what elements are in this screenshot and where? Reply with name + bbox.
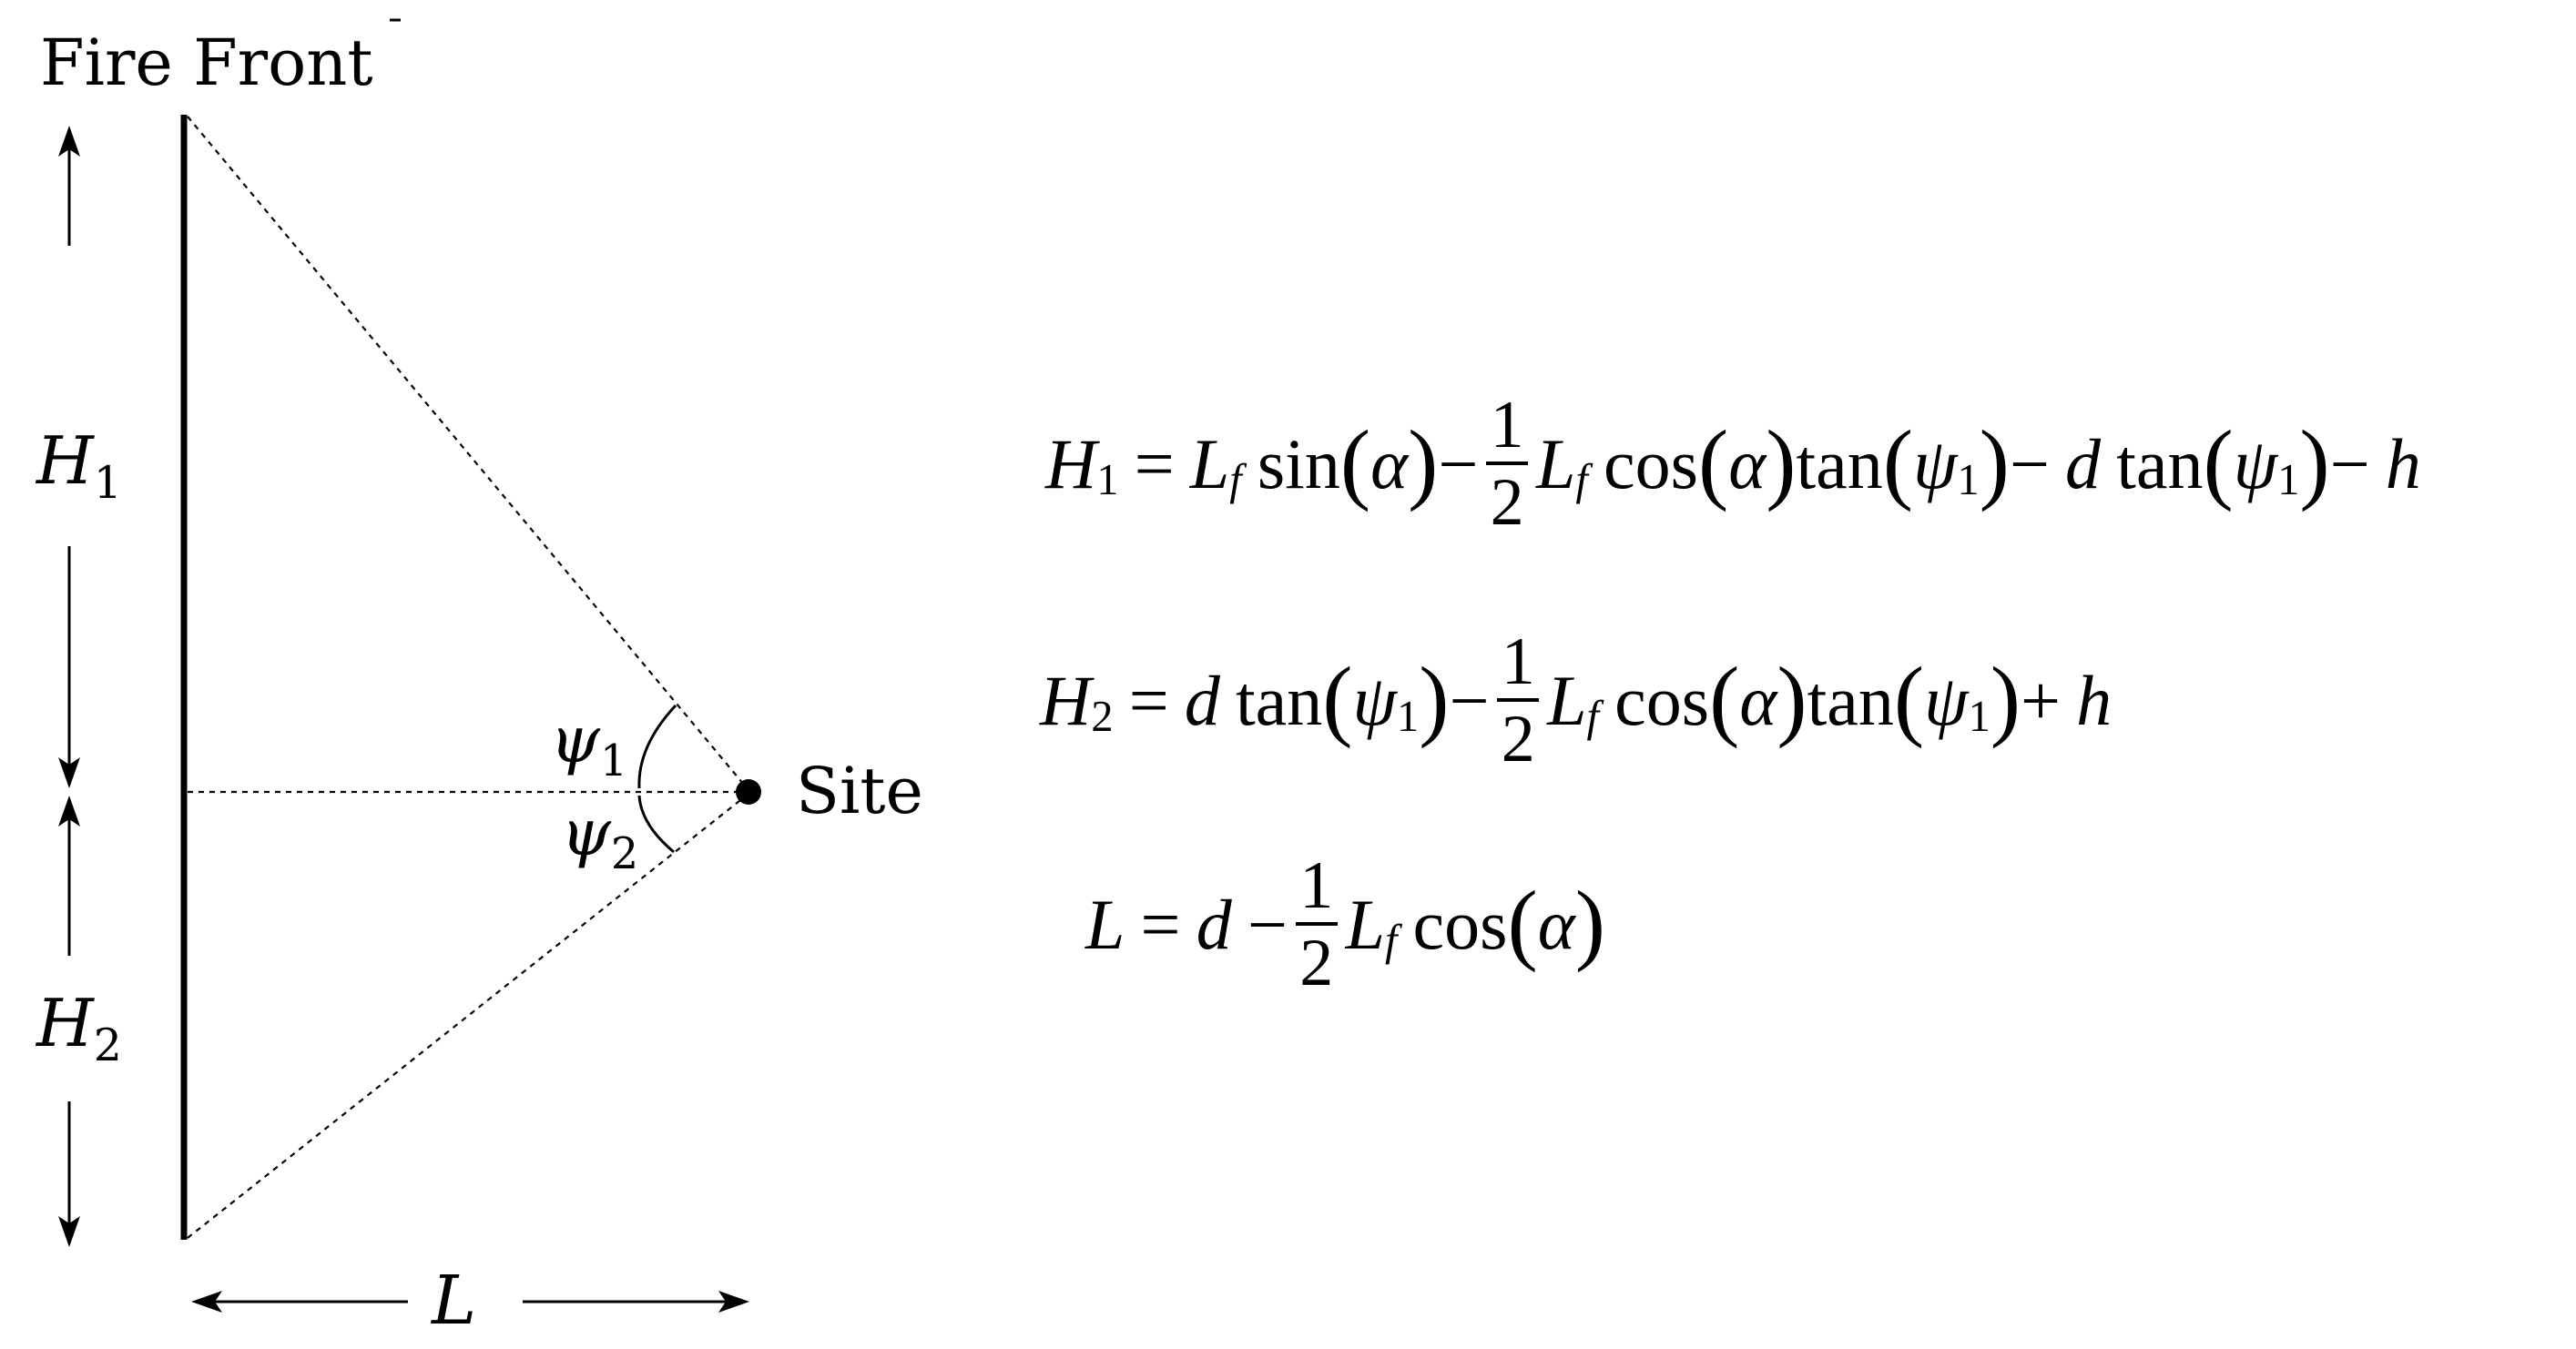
eq2-h: H <box>1040 660 1092 740</box>
eq2-tan2: tan <box>1807 660 1894 740</box>
l-letter: L <box>432 1262 477 1340</box>
h2-subscript: 2 <box>93 1019 122 1071</box>
eq1-psi2: ψ <box>2233 423 2278 503</box>
eq2-d: d <box>1184 660 1220 740</box>
eq1-minus3: − <box>2329 423 2370 503</box>
psi2-letter: ψ <box>561 796 611 870</box>
eq1-equals: = <box>1134 423 1175 503</box>
eq1-h-sub: 1 <box>1096 455 1119 504</box>
eq2-plus: + <box>2021 660 2061 740</box>
eq3-numerator: 1 <box>1295 852 1338 927</box>
psi2-label: ψ2 <box>561 801 638 877</box>
eq2-psi2: ψ <box>1924 660 1969 740</box>
eq2-h-small: h <box>2076 660 2113 740</box>
eq2-psi1-sub: 1 <box>1397 692 1420 741</box>
psi1-label: ψ1 <box>550 708 627 784</box>
eq2-alpha: α <box>1739 660 1777 740</box>
eq1-h: H <box>1045 423 1097 503</box>
eq3-d: d <box>1196 884 1232 964</box>
h1-letter: H <box>36 422 94 499</box>
psi1-angle-arc <box>637 704 677 789</box>
eq2-numerator: 1 <box>1497 628 1540 703</box>
eq1-tan2: tan <box>2116 423 2204 503</box>
l-arrowhead-left <box>191 1291 222 1313</box>
eq2-psi1: ψ <box>1352 660 1397 740</box>
eq2-minus: − <box>1449 660 1490 740</box>
eq1-sin: sin <box>1257 423 1340 503</box>
eq1-numerator: 1 <box>1486 391 1529 466</box>
upper-sight-line <box>187 116 749 791</box>
eq1-lf1: L <box>1189 423 1230 503</box>
eq1-tan1: tan <box>1796 423 1883 503</box>
h1-label: H1 <box>36 428 122 505</box>
h2-label: H2 <box>36 990 122 1068</box>
eq1-minus2: − <box>2009 423 2050 503</box>
eq1-lf2: L <box>1536 423 1576 503</box>
eq2-equals: = <box>1128 660 1169 740</box>
psi1-letter: ψ <box>550 703 600 777</box>
fire-front-text: Fire Front <box>40 25 373 100</box>
l-arrowhead-right <box>718 1291 749 1313</box>
fire-front-label: Fire Front <box>40 31 372 95</box>
eq3-alpha: α <box>1537 884 1575 964</box>
eq2-tan1: tan <box>1236 660 1323 740</box>
eq1-lf1-sub: f <box>1229 455 1242 504</box>
psi2-subscript: 2 <box>610 829 639 880</box>
lower-sight-line <box>187 793 749 1239</box>
site-text: Site <box>796 754 923 828</box>
eq1-psi1: ψ <box>1912 423 1958 503</box>
eq1-cos: cos <box>1604 423 1698 503</box>
l-label: L <box>432 1267 476 1334</box>
eq2-lf: L <box>1547 660 1587 740</box>
eq2-h-sub: 2 <box>1091 692 1114 741</box>
eq3-lf-sub: f <box>1384 916 1398 965</box>
eq3-denominator: 2 <box>1299 926 1334 1001</box>
h1-arrowhead-top <box>58 126 80 157</box>
site-point <box>736 779 761 805</box>
eq3-l: L <box>1085 884 1125 964</box>
h2-arrowhead-bottom <box>58 1216 80 1247</box>
eq1-alpha1: α <box>1370 423 1409 503</box>
site-label: Site <box>796 759 923 823</box>
eq1-d: d <box>2065 423 2102 503</box>
eq1-lf2-sub: f <box>1575 455 1588 504</box>
eq3-equals: = <box>1140 884 1181 964</box>
eq1-alpha2: α <box>1728 423 1767 503</box>
eq1-h-small: h <box>2385 423 2421 503</box>
eq1-psi1-sub: 1 <box>1957 455 1980 504</box>
eq1-minus1: − <box>1438 423 1479 503</box>
eq2-psi2-sub: 1 <box>1968 692 1991 741</box>
eq3-lf: L <box>1345 884 1385 964</box>
psi1-subscript: 1 <box>599 736 628 787</box>
h1-arrowhead-bottom <box>58 757 80 788</box>
h2-letter: H <box>36 985 94 1061</box>
eq3-minus: − <box>1247 884 1288 964</box>
eq2-cos: cos <box>1614 660 1710 740</box>
eq1-psi2-sub: 1 <box>2277 455 2300 504</box>
h2-arrowhead-top <box>58 796 80 827</box>
eq2-denominator: 2 <box>1501 702 1535 777</box>
h1-subscript: 1 <box>93 456 122 509</box>
eq1-denominator: 2 <box>1490 465 1524 541</box>
psi2-angle-arc <box>637 795 675 854</box>
eq2-lf-sub: f <box>1586 692 1599 741</box>
eq3-cos: cos <box>1412 884 1508 964</box>
